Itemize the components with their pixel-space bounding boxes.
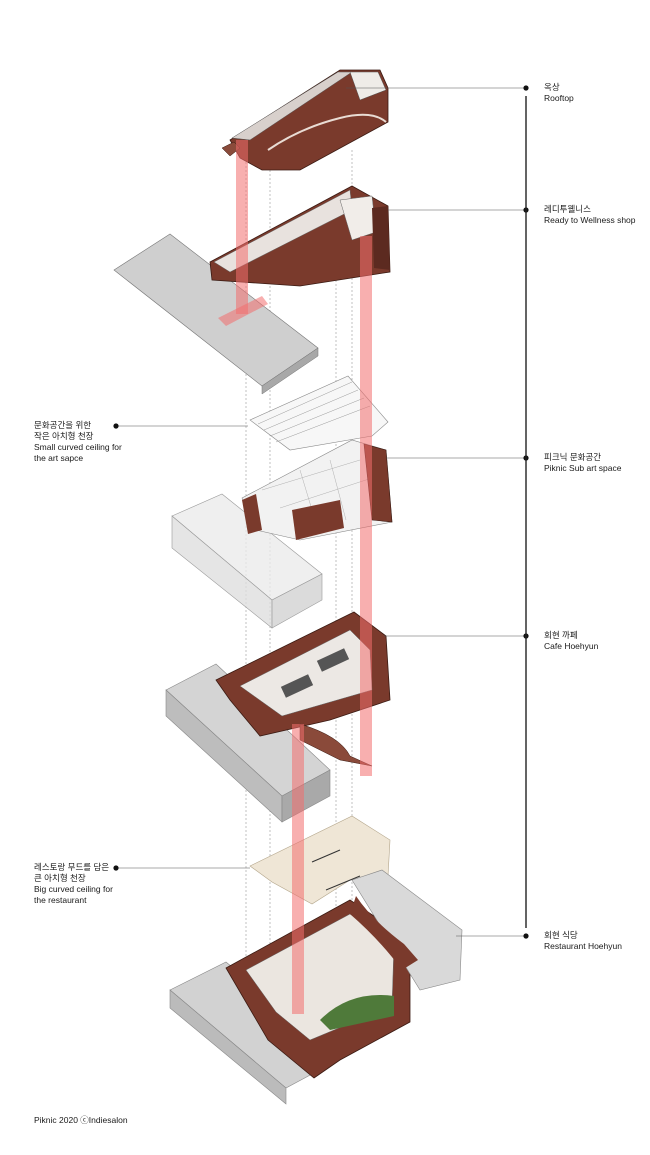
- label-big-ceiling-en1: Big curved ceiling for: [34, 884, 113, 894]
- left-leaders: [113, 423, 250, 871]
- label-rooftop-en: Rooftop: [544, 93, 574, 103]
- label-restaurant-en: Restaurant Hoehyun: [544, 941, 622, 951]
- label-wellness: 레디투웰니스 Ready to Wellness shop: [544, 204, 636, 226]
- label-art-space-ko: 피크닉 문화공간: [544, 452, 602, 462]
- label-small-ceiling: 문화공간을 위한 작은 아치형 천장 Small curved ceiling …: [34, 420, 122, 464]
- label-big-ceiling: 레스토랑 무드를 담은 큰 아치형 천장 Big curved ceiling …: [34, 862, 113, 906]
- circulation-shafts: [218, 140, 372, 1014]
- label-restaurant: 회현 식당 Restaurant Hoehyun: [544, 930, 622, 952]
- label-big-ceiling-ko2: 큰 아치형 천장: [34, 873, 86, 883]
- label-rooftop: 옥상 Rooftop: [544, 82, 574, 104]
- label-cafe-en: Cafe Hoehyun: [544, 641, 599, 651]
- label-cafe: 회현 까페 Cafe Hoehyun: [544, 630, 598, 652]
- cafe-level: [165, 611, 391, 823]
- label-big-ceiling-en2: the restaurant: [34, 895, 87, 905]
- label-small-ceiling-en1: Small curved ceiling for: [34, 442, 122, 452]
- label-art-space-en: Piknic Sub art space: [544, 463, 622, 473]
- label-small-ceiling-ko2: 작은 아치형 천장: [34, 431, 94, 441]
- small-curved-ceiling: [249, 375, 389, 451]
- wellness-level: [113, 185, 391, 395]
- restaurant-level: [169, 869, 463, 1105]
- label-small-ceiling-en2: the art sapce: [34, 453, 84, 463]
- label-rooftop-ko: 옥상: [544, 82, 560, 92]
- rooftop-level: [221, 69, 389, 171]
- right-leaders: [346, 85, 529, 939]
- art-space-level: [171, 439, 393, 629]
- label-cafe-ko: 회현 까페: [544, 630, 578, 640]
- label-big-ceiling-ko1: 레스토랑 무드를 담은: [34, 862, 110, 872]
- label-small-ceiling-ko1: 문화공간을 위한: [34, 420, 92, 430]
- label-wellness-ko: 레디투웰니스: [544, 204, 591, 214]
- credit-text: Piknic 2020 ⓒIndiesalon: [34, 1115, 128, 1125]
- label-art-space: 피크닉 문화공간 Piknic Sub art space: [544, 452, 621, 474]
- label-wellness-en: Ready to Wellness shop: [544, 215, 636, 225]
- label-restaurant-ko: 회현 식당: [544, 930, 578, 940]
